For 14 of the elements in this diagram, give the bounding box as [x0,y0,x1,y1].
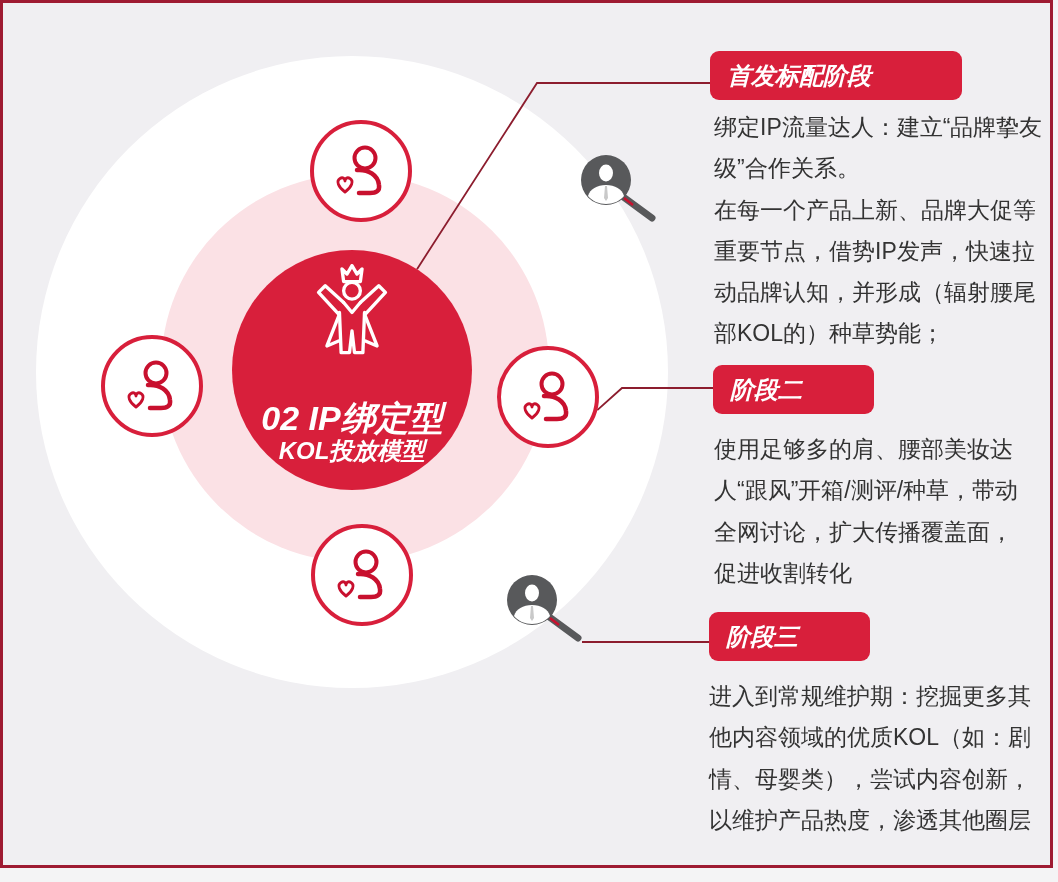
model-title: 02 IP绑定型 [232,398,472,438]
connector-line [596,387,714,412]
stage-description: 使用足够多的肩、腰部美妆达人“跟风”开箱/测评/种草，带动全网讨论，扩大传播覆盖面，促进收割转化 [714,435,1020,588]
magnifier-person-icon [506,574,582,642]
stage-tab [713,365,874,414]
stage-description: 在每一个产品上新、品牌大促等重要节点，借势IP发声，快速拉动品牌认知，并形成（辐射腰尾部KOL的）种草势能； [714,195,1037,349]
connector-line [581,641,710,643]
model-subtitle: KOL投放模型 [277,436,429,466]
stage-title: 阶段二 [730,375,802,405]
stage-description: 进入到常规维护期：挖掘更多其他内容领域的优质KOL（如：剧情、母婴类），尝试内容创新，以维护产品热度，渗透其他圈层 [709,682,1033,835]
connector-line [416,82,711,271]
stage-tab [710,51,962,100]
stage-tab [709,612,870,661]
stage-description: 绑定IP流量达人：建立“品牌挚友级”合作关系。 [714,113,1044,184]
